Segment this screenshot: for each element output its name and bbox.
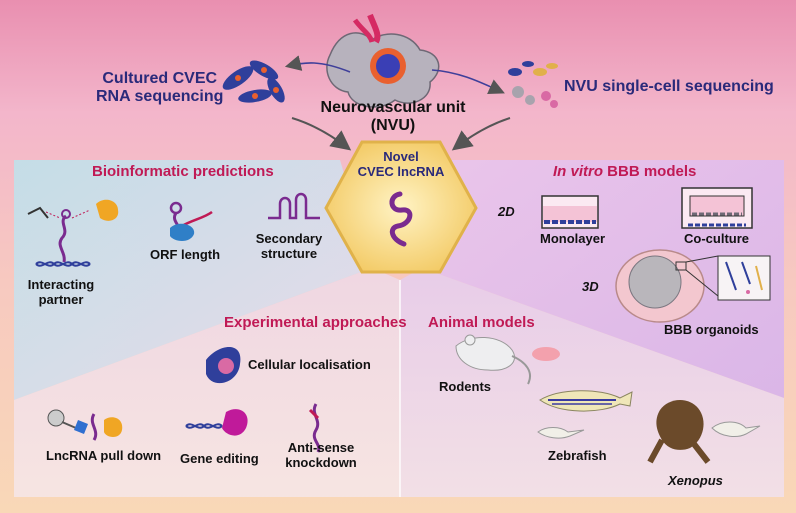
xenopus-label: Xenopus <box>668 473 723 488</box>
coculture-icon <box>681 187 753 229</box>
interacting-label-line2: partner <box>38 291 84 307</box>
singlecell-label: NVU single-cell sequencing <box>564 78 774 95</box>
nvu-label-line1: Neurovascular unit <box>320 99 466 116</box>
coculture-label: Co-culture <box>684 231 749 246</box>
cultured-label-line2: RNA sequencing <box>96 88 224 106</box>
editing-label: Gene editing <box>180 451 259 466</box>
orf-icon <box>169 201 213 241</box>
mouse-icon <box>455 334 560 385</box>
lncrna-icon <box>389 191 413 247</box>
center-label-line2: CVEC lncRNA <box>357 163 445 179</box>
antisense-icon <box>308 403 321 453</box>
antisense-label-line1: Anti-sense <box>287 440 355 455</box>
nvu-label: Neurovascular unit (NVU) <box>318 99 468 136</box>
invitro-title: In vitro BBB models <box>553 163 696 180</box>
experimental-title: Experimental approaches <box>224 314 407 331</box>
zebrafish-label: Zebrafish <box>548 448 607 463</box>
nvu-label-line2: (NVU) <box>370 117 416 135</box>
center-label: Novel CVEC lncRNA <box>340 149 462 180</box>
bioinformatic-title: Bioinformatic predictions <box>92 163 274 180</box>
antisense-label: Anti-sense knockdown <box>284 440 358 471</box>
monolayer-label: Monolayer <box>540 231 606 246</box>
zebrafish-icon <box>537 390 633 439</box>
secondary-structure-icon <box>268 192 320 220</box>
secondary-label-line2: structure <box>260 245 318 261</box>
orf-label: ORF length <box>150 247 221 262</box>
invitro-title-italic: In vitro <box>553 163 604 180</box>
pulldown-icon <box>47 409 123 441</box>
localisation-icon <box>206 347 241 384</box>
interacting-partner-icon <box>27 199 119 267</box>
animal-title: Animal models <box>428 314 535 331</box>
cultured-label: Cultured CVEC RNA sequencing <box>96 70 223 107</box>
antisense-label-line2: knockdown <box>285 454 357 470</box>
cvec-cells-illustration <box>222 60 285 103</box>
label-3d: 3D <box>582 279 599 294</box>
gene-editing-icon <box>185 409 248 436</box>
bioinformatic-panel <box>14 160 372 400</box>
experimental-panel <box>14 268 400 497</box>
cultured-label-line1: Cultured CVEC <box>102 70 218 87</box>
center-label-line1: Novel <box>383 149 419 164</box>
invitro-title-rest: BBB models <box>603 163 697 180</box>
rodents-label: Rodents <box>439 379 491 394</box>
label-2d: 2D <box>498 204 515 219</box>
single-cell-illustration <box>508 61 558 108</box>
central-hexagon <box>324 140 478 274</box>
secondary-label: Secondary structure <box>250 231 328 262</box>
monolayer-icon <box>541 195 599 229</box>
organoid-icon <box>615 249 771 323</box>
interacting-label-line1: Interacting <box>27 277 95 292</box>
organoids-label: BBB organoids <box>664 322 759 337</box>
pulldown-label: LncRNA pull down <box>46 448 162 463</box>
localisation-label: Cellular localisation <box>248 357 371 372</box>
secondary-label-line1: Secondary <box>255 231 323 246</box>
interacting-label: Interacting partner <box>26 277 96 308</box>
xenopus-icon <box>647 399 761 464</box>
nvu-cell-illustration <box>326 13 440 108</box>
